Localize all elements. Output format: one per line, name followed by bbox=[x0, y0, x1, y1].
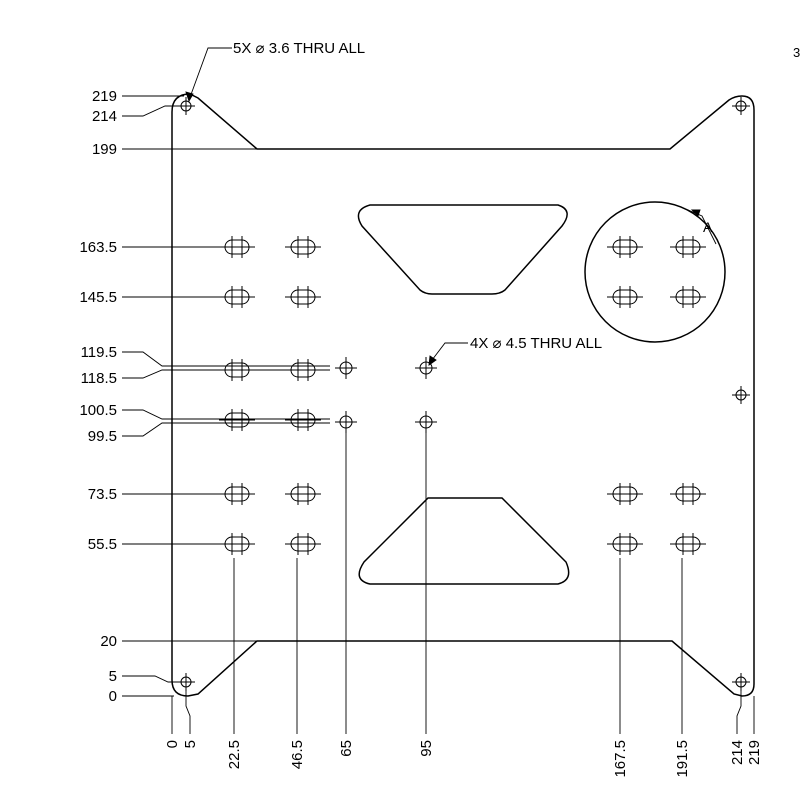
x-label: 95 bbox=[418, 740, 435, 757]
hole-4-5 bbox=[335, 411, 357, 433]
x-label: 219 bbox=[746, 740, 763, 765]
detail-label-a: A bbox=[703, 219, 713, 235]
plate-outline bbox=[171, 93, 755, 697]
y-label: 5 bbox=[109, 668, 117, 685]
x-dimension-lines bbox=[171, 433, 755, 734]
x-label: 191.5 bbox=[674, 740, 691, 778]
x-label: 214 bbox=[729, 740, 746, 765]
slot bbox=[219, 483, 255, 505]
lower-trapezoid-cutout bbox=[358, 497, 570, 585]
x-label: 22.5 bbox=[226, 740, 243, 769]
y-label: 55.5 bbox=[88, 536, 117, 553]
slot bbox=[607, 236, 643, 258]
y-label: 73.5 bbox=[88, 486, 117, 503]
y-label: 214 bbox=[92, 108, 117, 125]
x-label: 46.5 bbox=[289, 740, 306, 769]
x-label: 65 bbox=[338, 740, 355, 757]
callout-4-5-thru: 4X ⌀ 4.5 THRU ALL bbox=[470, 335, 602, 352]
x-label: 5 bbox=[182, 740, 199, 748]
callout-3-6-thru: 5X ⌀ 3.6 THRU ALL bbox=[233, 40, 365, 57]
slot bbox=[285, 236, 321, 258]
y-label: 219 bbox=[92, 88, 117, 105]
y-label: 99.5 bbox=[88, 428, 117, 445]
y-label: 199 bbox=[92, 141, 117, 158]
hole-group bbox=[177, 97, 750, 691]
y-dimension-lines bbox=[122, 95, 330, 697]
y-labels: 219 214 199 163.5 145.5 119.5 118.5 100.… bbox=[79, 88, 117, 705]
y-label: 0 bbox=[109, 688, 117, 705]
slot bbox=[607, 483, 643, 505]
y-label: 163.5 bbox=[79, 239, 117, 256]
detail-a-circle bbox=[584, 201, 726, 343]
slot bbox=[219, 286, 255, 308]
slot bbox=[219, 409, 255, 431]
y-label: 100.5 bbox=[79, 402, 117, 419]
hole-3-6 bbox=[732, 386, 750, 404]
y-label: 118.5 bbox=[81, 370, 117, 387]
hole-3-6 bbox=[732, 97, 750, 115]
x-labels: 0 5 22.5 46.5 65 95 167.5 191.5 214 219 bbox=[164, 740, 763, 778]
slot bbox=[285, 286, 321, 308]
hole-4-5 bbox=[415, 357, 437, 379]
slot bbox=[670, 236, 706, 258]
slot bbox=[219, 533, 255, 555]
slot bbox=[670, 483, 706, 505]
slot bbox=[607, 286, 643, 308]
y-label: 119.5 bbox=[81, 344, 117, 361]
slot bbox=[285, 533, 321, 555]
y-label: 145.5 bbox=[79, 289, 117, 306]
x-label: 167.5 bbox=[612, 740, 629, 778]
slot bbox=[670, 286, 706, 308]
hole-4-5 bbox=[335, 357, 357, 379]
slot bbox=[285, 483, 321, 505]
hole-3-6 bbox=[732, 673, 750, 691]
slot bbox=[670, 533, 706, 555]
slot bbox=[285, 409, 321, 431]
hole-4-5 bbox=[415, 411, 437, 433]
y-label: 20 bbox=[100, 633, 117, 650]
slot bbox=[219, 236, 255, 258]
edge-glyph: 3 bbox=[793, 45, 800, 60]
slot-group bbox=[219, 236, 706, 555]
x-label: 0 bbox=[164, 740, 181, 748]
slot bbox=[607, 533, 643, 555]
leader-lines bbox=[185, 47, 717, 366]
upper-trapezoid-cutout bbox=[357, 204, 568, 295]
